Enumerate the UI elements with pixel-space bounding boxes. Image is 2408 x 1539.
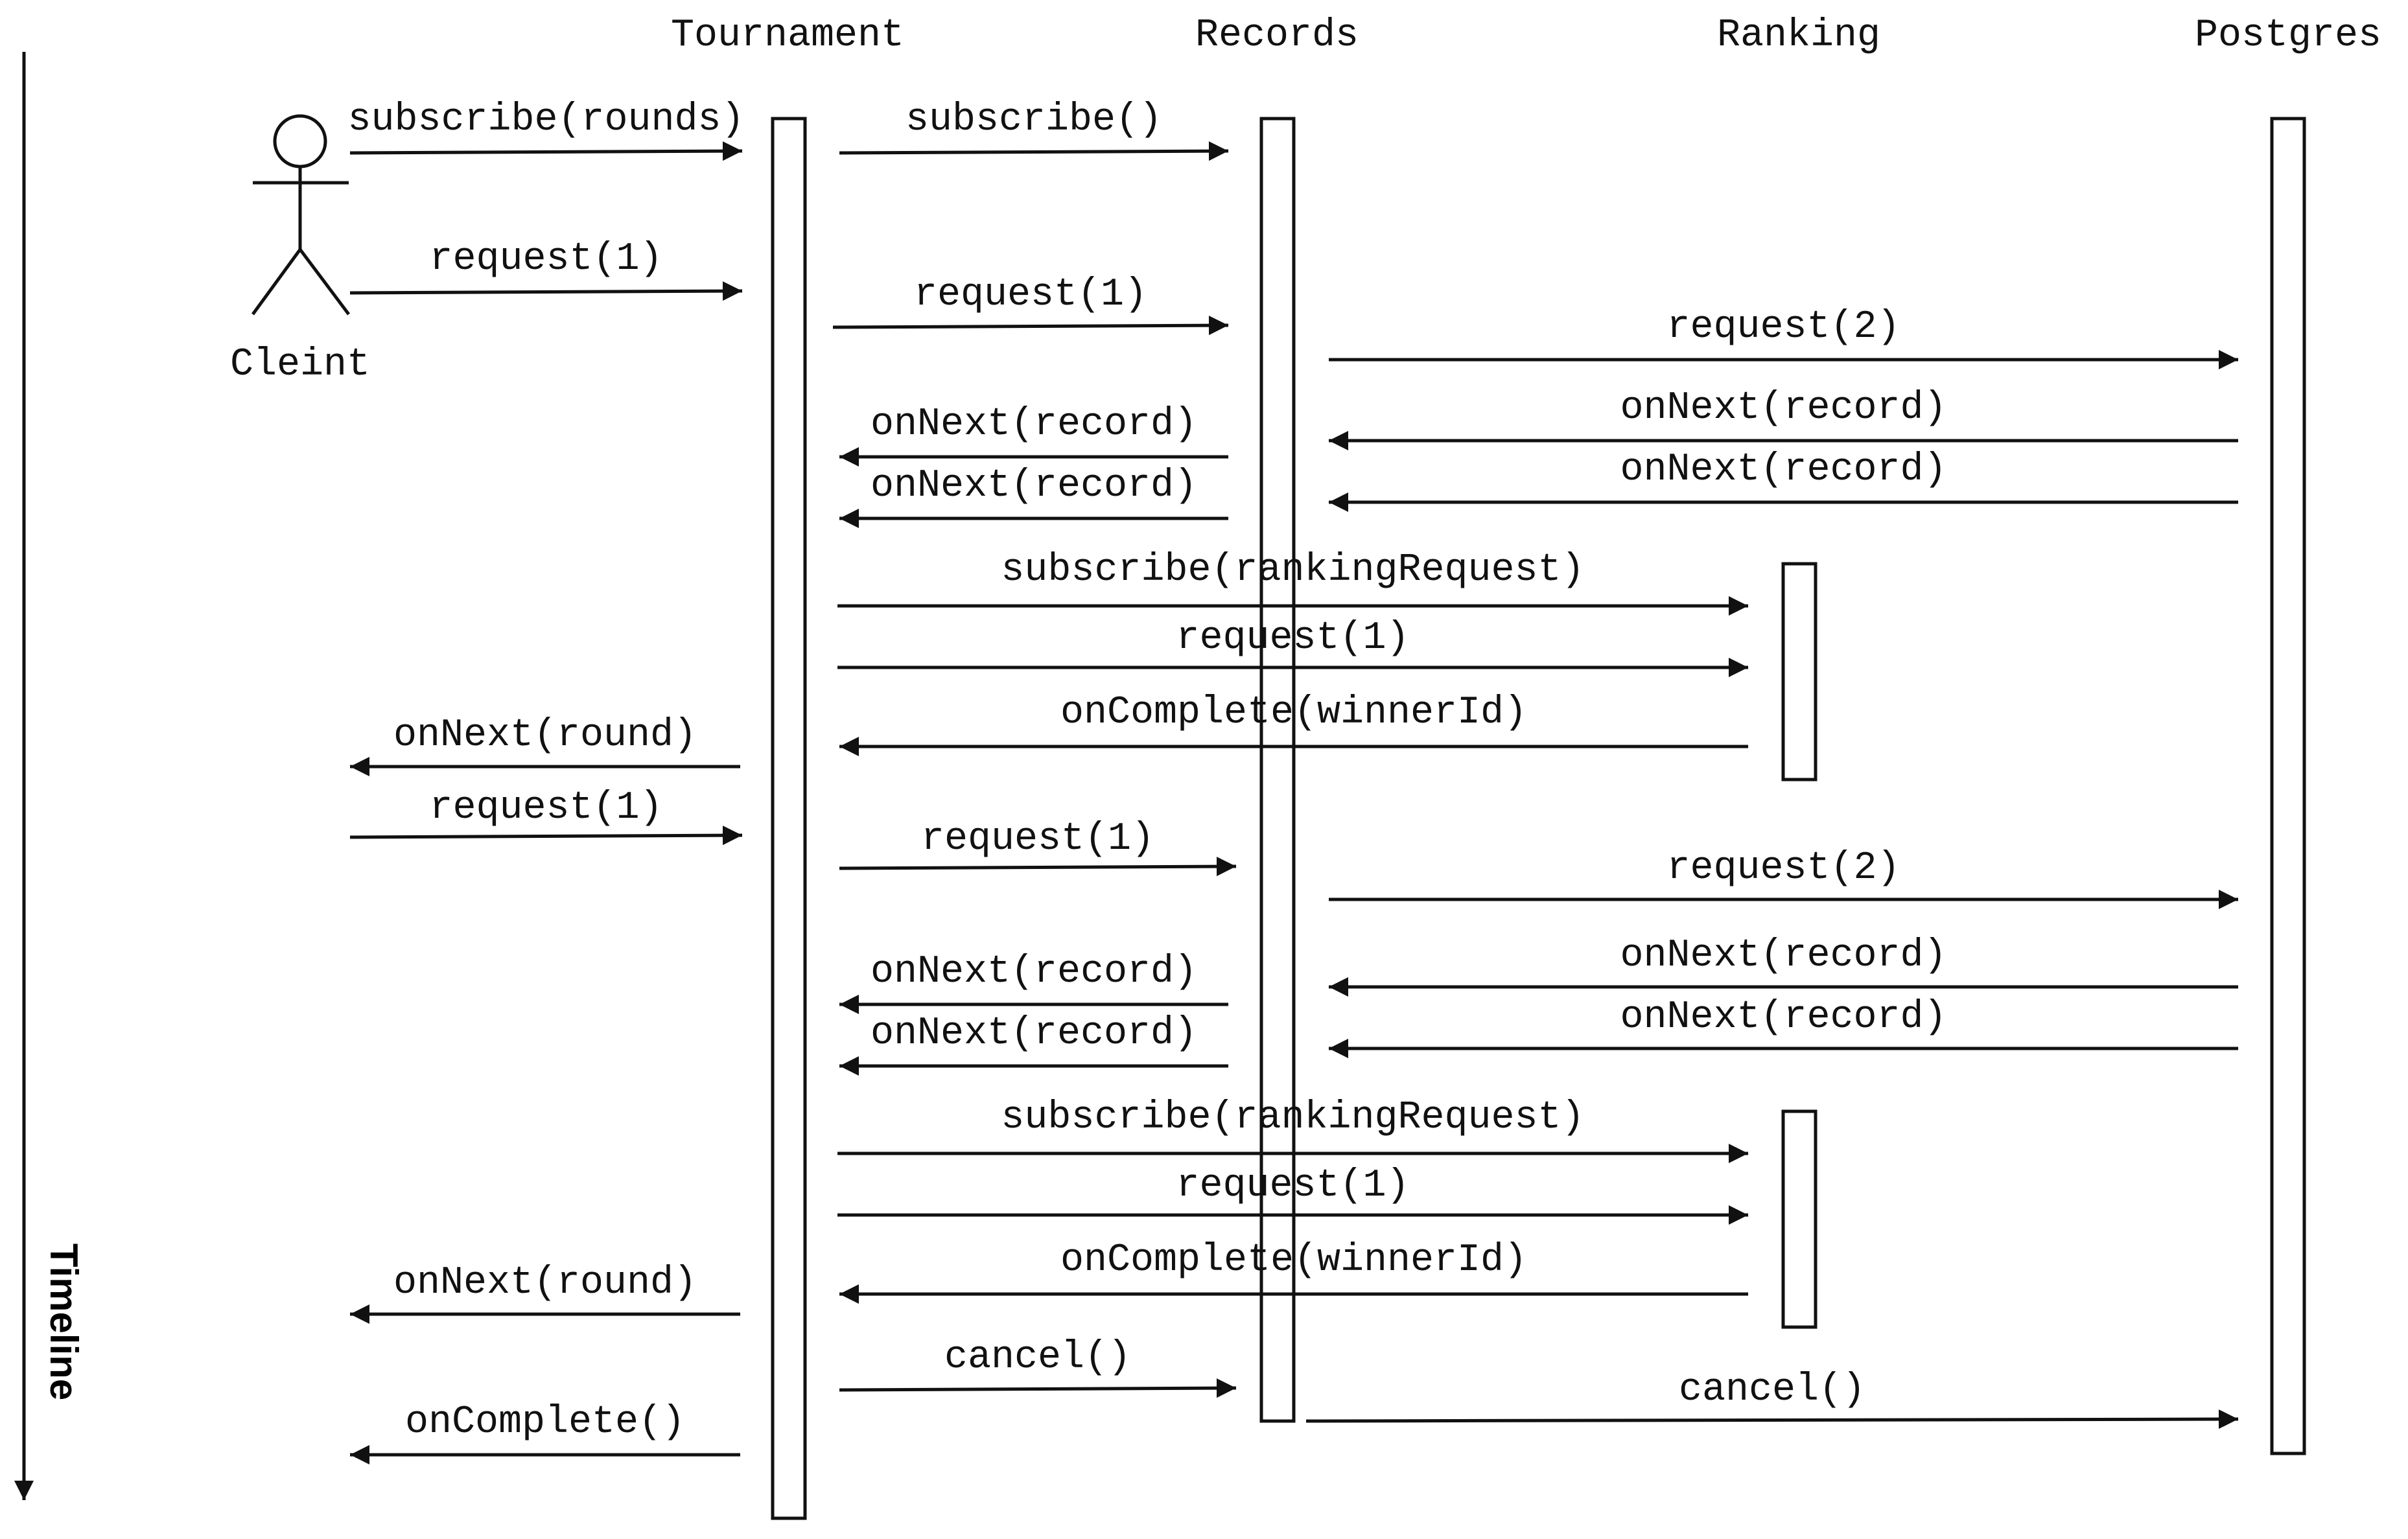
ranking-activation-1 [1781, 562, 1818, 781]
message-2: subscribe() [839, 98, 1229, 161]
message-label: onNext(record) [871, 1012, 1197, 1056]
records-gap-3 [1265, 717, 1291, 735]
message-8: onNext(record) [1329, 448, 2238, 512]
message-label: subscribe(rankingRequest) [1001, 1096, 1584, 1140]
message-arrow [839, 857, 1237, 877]
client-actor-icon [251, 114, 350, 316]
message-arrow [1305, 1409, 2239, 1429]
message-label: request(1) [921, 817, 1154, 861]
participant-client: Cleint [230, 343, 370, 387]
message-7: onNext(record) [1329, 386, 2238, 450]
message-25: cancel() [839, 1336, 1237, 1398]
message-label: onNext(record) [871, 402, 1197, 446]
message-label: onNext(record) [1620, 995, 1946, 1039]
records-gap-6 [1265, 1264, 1291, 1282]
records-gap-4 [1265, 1141, 1291, 1159]
message-label: request(1) [1176, 616, 1409, 660]
message-20: onNext(record) [839, 1012, 1228, 1076]
message-14: request(1) [349, 786, 743, 846]
message-label: onNext(record) [1620, 934, 1946, 978]
records-gap-2 [1265, 655, 1291, 673]
message-26: cancel() [1305, 1368, 2239, 1429]
message-17: onNext(record) [839, 950, 1228, 1014]
message-18: onNext(record) [1329, 934, 2238, 997]
message-label: subscribe(rankingRequest) [1001, 548, 1584, 592]
tournament-activation [771, 117, 807, 1520]
message-label: request(2) [1666, 846, 1900, 890]
message-label: onNext(round) [393, 713, 697, 758]
message-12: onComplete(winnerId) [839, 691, 1748, 756]
message-label: onNext(record) [871, 950, 1197, 994]
message-22: request(1) [837, 1164, 1748, 1225]
message-arrow [832, 316, 1229, 336]
ranking-activation-2 [1781, 1109, 1818, 1329]
records-activation [1259, 117, 1296, 1423]
message-label: request(1) [429, 786, 662, 830]
message-label: cancel() [944, 1336, 1131, 1380]
message-1: subscribe(rounds) [347, 98, 745, 161]
message-5: request(2) [1329, 305, 2238, 369]
messages: subscribe(rounds) subscribe() request(1) re… [347, 98, 2239, 1464]
message-4: request(1) [832, 273, 1229, 336]
message-arrow [349, 281, 743, 301]
message-6: onNext(record) [839, 402, 1228, 467]
message-27: onComplete() [350, 1400, 740, 1464]
message-label: onComplete(winnerId) [1060, 1238, 1527, 1282]
message-arrow [839, 141, 1229, 161]
participant-postgres: Postgres [2195, 14, 2381, 58]
participant-ranking: Ranking [1717, 14, 1880, 58]
timeline-label: Timeline [42, 1244, 86, 1400]
postgres-activation [2270, 117, 2306, 1455]
message-label: cancel() [1679, 1368, 1865, 1412]
message-3: request(1) [349, 237, 743, 301]
message-label: request(1) [429, 237, 662, 281]
message-label: onComplete(winnerId) [1060, 691, 1527, 735]
message-10: subscribe(rankingRequest) [837, 548, 1748, 616]
message-16: request(2) [1329, 846, 2238, 909]
message-21: subscribe(rankingRequest) [837, 1096, 1748, 1163]
message-24: onNext(round) [350, 1261, 740, 1324]
records-gap-1 [1265, 594, 1291, 612]
message-label: subscribe(rounds) [347, 98, 744, 142]
participant-records: Records [1195, 14, 1359, 58]
message-label: request(2) [1666, 305, 1900, 349]
participant-tournament: Tournament [671, 14, 904, 58]
message-13: onNext(round) [350, 713, 740, 776]
message-label: onNext(record) [1620, 386, 1946, 430]
message-9: onNext(record) [839, 464, 1228, 528]
message-label: subscribe() [906, 98, 1162, 142]
message-label: request(1) [914, 273, 1147, 317]
message-23: onComplete(winnerId) [839, 1238, 1748, 1304]
message-11: request(1) [837, 616, 1748, 677]
message-label: onComplete() [405, 1400, 685, 1444]
message-label: request(1) [1176, 1164, 1409, 1208]
records-gap-5 [1265, 1203, 1291, 1221]
message-label: onNext(record) [871, 464, 1197, 508]
message-19: onNext(record) [1329, 995, 2238, 1058]
message-arrow [839, 1378, 1237, 1398]
message-label: onNext(record) [1620, 448, 1946, 492]
message-15: request(1) [839, 817, 1237, 877]
message-arrow [349, 141, 743, 161]
message-label: onNext(round) [393, 1261, 697, 1305]
message-arrow [349, 826, 743, 846]
